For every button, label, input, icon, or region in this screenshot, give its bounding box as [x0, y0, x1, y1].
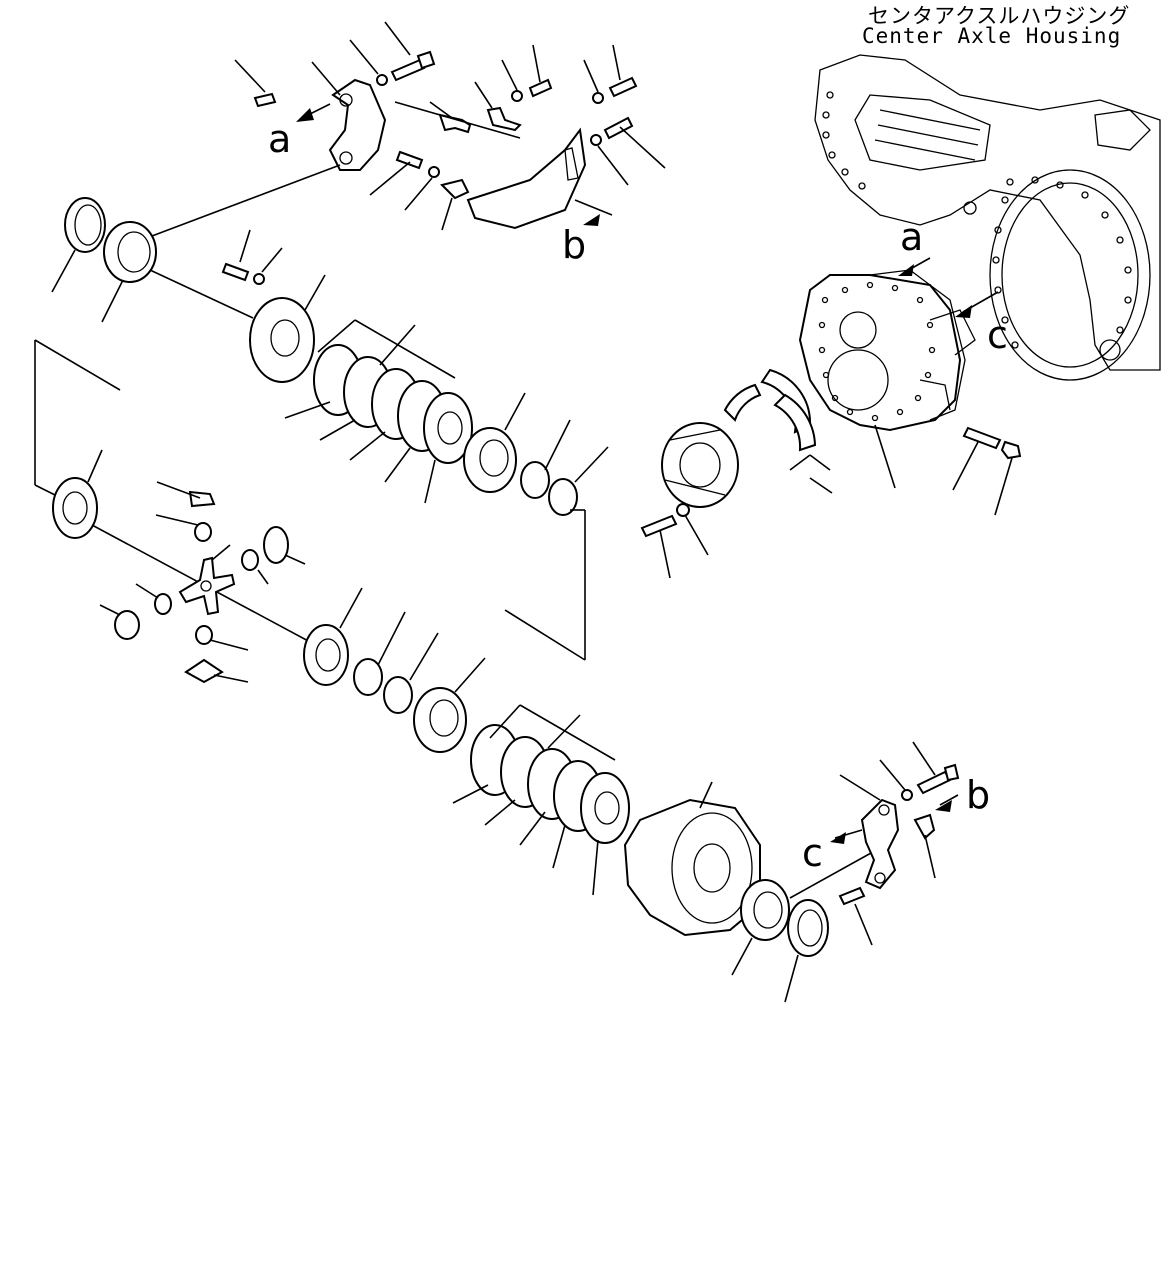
- bolts-top: [349, 21, 666, 211]
- dowel-pin-lower: [838, 886, 873, 946]
- callout-c-lower: c: [802, 831, 823, 875]
- bolt-and-washer-left: [221, 229, 283, 285]
- cover-plate: [661, 422, 739, 508]
- stud-and-nut: [952, 426, 1022, 516]
- adjust-nut-lower: [784, 847, 881, 1003]
- tapered-bearing-top: [101, 164, 341, 323]
- case-half-left: [149, 269, 326, 383]
- housing-title-japanese: センタアクスルハウジング: [868, 4, 1131, 28]
- housing-title-english: Center Axle Housing: [862, 24, 1122, 48]
- side-gear-left: [52, 449, 313, 644]
- pressure-ring-lower: [413, 657, 486, 753]
- shim-set-right: [723, 368, 833, 494]
- oil-seal-ring: [51, 197, 106, 293]
- cover-bolt-and-washer: [640, 503, 709, 579]
- pressure-ring-upper: [463, 392, 526, 493]
- callout-b-lower: b: [966, 773, 990, 817]
- bearing-cap-top-right: [394, 101, 613, 230]
- spider: [178, 556, 236, 616]
- differential-carrier: [798, 269, 976, 489]
- callout-a-top: a: [268, 117, 291, 161]
- lock-plates-top: [429, 81, 522, 231]
- callout-b-top: b: [562, 223, 586, 267]
- pinion-gears-and-washers: [99, 481, 306, 684]
- callout-c-right: c: [987, 313, 1008, 357]
- dowel-pin-top: [234, 59, 277, 108]
- side-gear-lower: [303, 587, 363, 686]
- assembly-leader-lines: [34, 339, 586, 661]
- thrust-washers-lower: [353, 611, 439, 714]
- bearing-cap-lower: [830, 774, 900, 890]
- callout-a-right: a: [900, 215, 923, 259]
- differential-case-lower: [623, 781, 761, 937]
- thrust-washers-upper: [520, 419, 609, 516]
- clutch-disc-stack-upper: [284, 319, 473, 504]
- clutch-disc-stack-lower: [452, 704, 630, 896]
- bearing-cap-top: [296, 61, 387, 171]
- bolt-washer-lockplate-lower: [879, 741, 960, 879]
- tapered-bearing-lower: [731, 879, 790, 976]
- center-axle-housing: [814, 54, 1161, 381]
